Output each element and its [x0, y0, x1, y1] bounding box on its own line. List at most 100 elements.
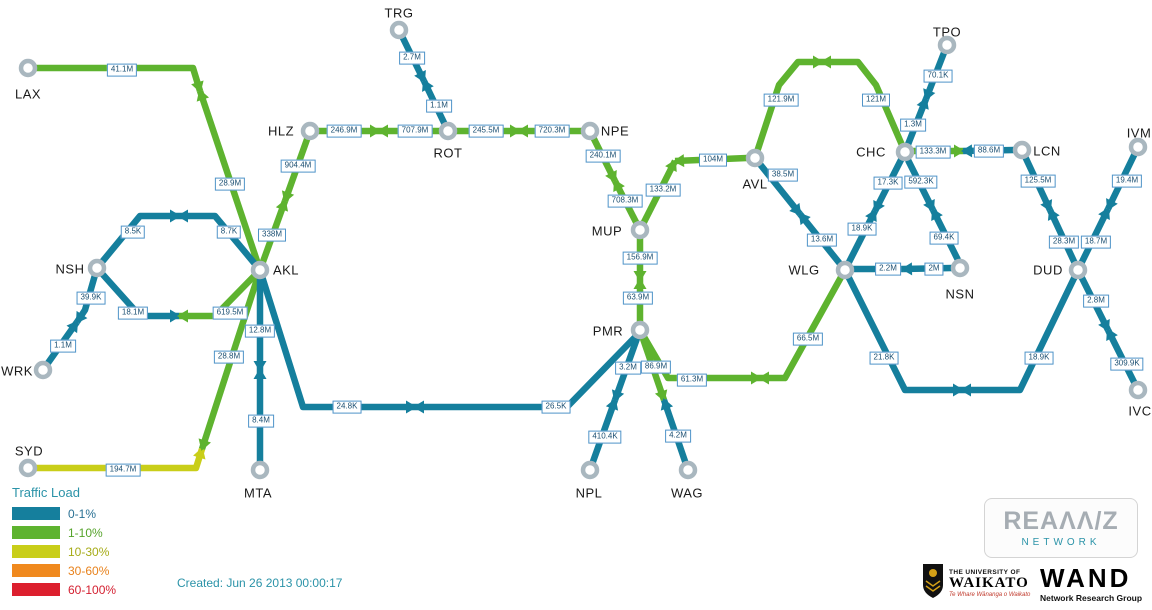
traffic-label-trg-rot[interactable]: 1.1M — [426, 99, 452, 113]
link-wlg-chc[interactable] — [842, 150, 908, 272]
traffic-label-chc-nsn[interactable]: 592.3K — [904, 175, 938, 189]
link-nsh-akl-upper[interactable] — [94, 209, 263, 273]
node-trg[interactable] — [389, 20, 409, 40]
node-nsn[interactable] — [950, 258, 970, 278]
link-lax-akl[interactable] — [28, 64, 264, 272]
node-hlz[interactable] — [300, 121, 320, 141]
link-akl-mta[interactable] — [253, 278, 267, 462]
link-lcn-dud[interactable] — [1019, 148, 1081, 272]
traffic-label-dud-ivc[interactable]: 2.8M — [1083, 294, 1109, 308]
node-mup[interactable] — [630, 220, 650, 240]
link-npe-mup[interactable] — [587, 129, 643, 232]
traffic-label-avl-chc[interactable]: 121.9M — [763, 93, 799, 107]
node-lax[interactable] — [18, 58, 38, 78]
link-pmr-wlg[interactable] — [637, 268, 848, 385]
traffic-label-chc-lcn[interactable]: 133.3M — [915, 145, 951, 159]
node-nsh[interactable] — [87, 258, 107, 278]
traffic-label-nsh-wrk[interactable]: 39.9K — [76, 291, 106, 305]
traffic-label-lcn-dud[interactable]: 125.5M — [1020, 174, 1056, 188]
traffic-label-trg-rot[interactable]: 2.7M — [399, 51, 425, 65]
traffic-label-mup-avl[interactable]: 104M — [698, 153, 728, 167]
traffic-label-lax-akl[interactable]: 28.9M — [214, 177, 246, 191]
traffic-label-tpo-chc[interactable]: 1.3M — [900, 118, 926, 132]
traffic-label-wlg-nsn[interactable]: 2.2M — [875, 262, 901, 276]
node-ivc[interactable] — [1128, 380, 1148, 400]
traffic-label-pmr-npl[interactable]: 410.4K — [588, 430, 622, 444]
link-dud-ivc[interactable] — [1075, 268, 1141, 392]
traffic-label-nsh-akl-upper[interactable]: 8.7K — [216, 225, 242, 239]
link-mup-pmr[interactable] — [633, 238, 647, 322]
node-wrk[interactable] — [33, 360, 53, 380]
node-ivm[interactable] — [1128, 137, 1148, 157]
traffic-label-npe-mup[interactable]: 708.3M — [607, 194, 643, 208]
link-trg-rot[interactable] — [396, 28, 451, 133]
traffic-label-pmr-wag[interactable]: 86.9M — [640, 360, 672, 374]
traffic-label-npe-mup[interactable]: 240.1M — [585, 149, 621, 163]
traffic-label-nsh-akl-lower[interactable]: 619.5M — [212, 306, 248, 320]
traffic-label-ivm-dud[interactable]: 18.7M — [1080, 235, 1112, 249]
traffic-label-lax-akl[interactable]: 41.1M — [106, 63, 138, 77]
traffic-label-hlz-akl[interactable]: 338M — [257, 228, 287, 242]
traffic-label-hlz-akl[interactable]: 904.4M — [280, 159, 316, 173]
traffic-label-akl-pmr[interactable]: 24.8K — [332, 400, 362, 414]
traffic-label-akl-mta[interactable]: 12.8M — [244, 324, 276, 338]
traffic-label-mup-avl[interactable]: 133.2M — [645, 183, 681, 197]
traffic-label-akl-mta[interactable]: 8.4M — [248, 414, 274, 428]
traffic-label-avl-wlg[interactable]: 13.6M — [806, 233, 838, 247]
traffic-label-mup-pmr[interactable]: 63.9M — [622, 291, 654, 305]
traffic-label-chc-lcn[interactable]: 88.6M — [973, 144, 1005, 158]
traffic-label-avl-wlg[interactable]: 38.5M — [767, 168, 799, 182]
link-avl-chc[interactable] — [751, 55, 908, 160]
link-pmr-wag[interactable] — [636, 328, 692, 472]
node-npl[interactable] — [580, 460, 600, 480]
traffic-label-pmr-wag[interactable]: 4.2M — [665, 429, 691, 443]
node-dud[interactable] — [1068, 260, 1088, 280]
traffic-label-ivm-dud[interactable]: 19.4M — [1111, 174, 1143, 188]
link-hlz-akl[interactable] — [256, 129, 314, 272]
link-nsh-wrk[interactable] — [40, 267, 101, 372]
traffic-label-rot-npe[interactable]: 245.5M — [468, 124, 504, 138]
traffic-label-wlg-dud[interactable]: 21.8K — [869, 351, 899, 365]
node-chc[interactable] — [895, 142, 915, 162]
traffic-label-tpo-chc[interactable]: 70.1K — [923, 69, 953, 83]
traffic-label-wlg-nsn[interactable]: 2M — [924, 262, 944, 276]
node-syd[interactable] — [18, 458, 38, 478]
traffic-label-akl-pmr[interactable]: 26.5K — [541, 400, 571, 414]
traffic-label-nsh-wrk[interactable]: 1.1M — [50, 339, 76, 353]
traffic-label-nsh-akl-upper[interactable]: 8.5K — [120, 225, 146, 239]
traffic-label-hlz-rot[interactable]: 707.9M — [397, 124, 433, 138]
node-rot[interactable] — [438, 121, 458, 141]
traffic-label-wlg-chc[interactable]: 18.9K — [847, 222, 877, 236]
node-wag[interactable] — [678, 460, 698, 480]
traffic-label-pmr-wlg[interactable]: 66.5M — [792, 332, 824, 346]
node-label-tpo: TPO — [932, 24, 962, 40]
link-akl-pmr[interactable] — [256, 269, 643, 414]
node-avl[interactable] — [745, 148, 765, 168]
traffic-label-chc-nsn[interactable]: 69.4K — [929, 231, 959, 245]
traffic-label-syd-akl[interactable]: 28.8M — [213, 350, 245, 364]
link-tpo-chc[interactable] — [901, 43, 951, 154]
traffic-label-pmr-npl[interactable]: 3.2M — [615, 361, 641, 375]
traffic-label-avl-chc[interactable]: 121M — [861, 93, 891, 107]
node-pmr[interactable] — [630, 320, 650, 340]
link-ivm-dud[interactable] — [1075, 145, 1141, 272]
link-wlg-dud[interactable] — [842, 268, 1081, 397]
node-npe[interactable] — [580, 121, 600, 141]
traffic-label-hlz-rot[interactable]: 246.9M — [326, 124, 362, 138]
link-syd-akl[interactable] — [28, 268, 264, 472]
node-mta[interactable] — [250, 460, 270, 480]
traffic-label-nsh-akl-lower[interactable]: 18.1M — [117, 306, 149, 320]
traffic-label-rot-npe[interactable]: 720.3M — [534, 124, 570, 138]
node-wlg[interactable] — [835, 260, 855, 280]
node-tpo[interactable] — [937, 35, 957, 55]
traffic-label-pmr-wlg[interactable]: 61.3M — [676, 373, 708, 387]
node-akl[interactable] — [250, 260, 270, 280]
traffic-label-mup-pmr[interactable]: 156.9M — [622, 251, 658, 265]
node-lcn[interactable] — [1012, 140, 1032, 160]
traffic-label-lcn-dud[interactable]: 28.3M — [1048, 235, 1080, 249]
traffic-label-syd-akl[interactable]: 194.7M — [105, 463, 141, 477]
traffic-label-wlg-dud[interactable]: 18.9K — [1024, 351, 1054, 365]
traffic-label-wlg-chc[interactable]: 17.3K — [873, 176, 903, 190]
traffic-label-dud-ivc[interactable]: 309.9K — [1110, 357, 1144, 371]
link-pmr-npl[interactable] — [586, 328, 644, 472]
